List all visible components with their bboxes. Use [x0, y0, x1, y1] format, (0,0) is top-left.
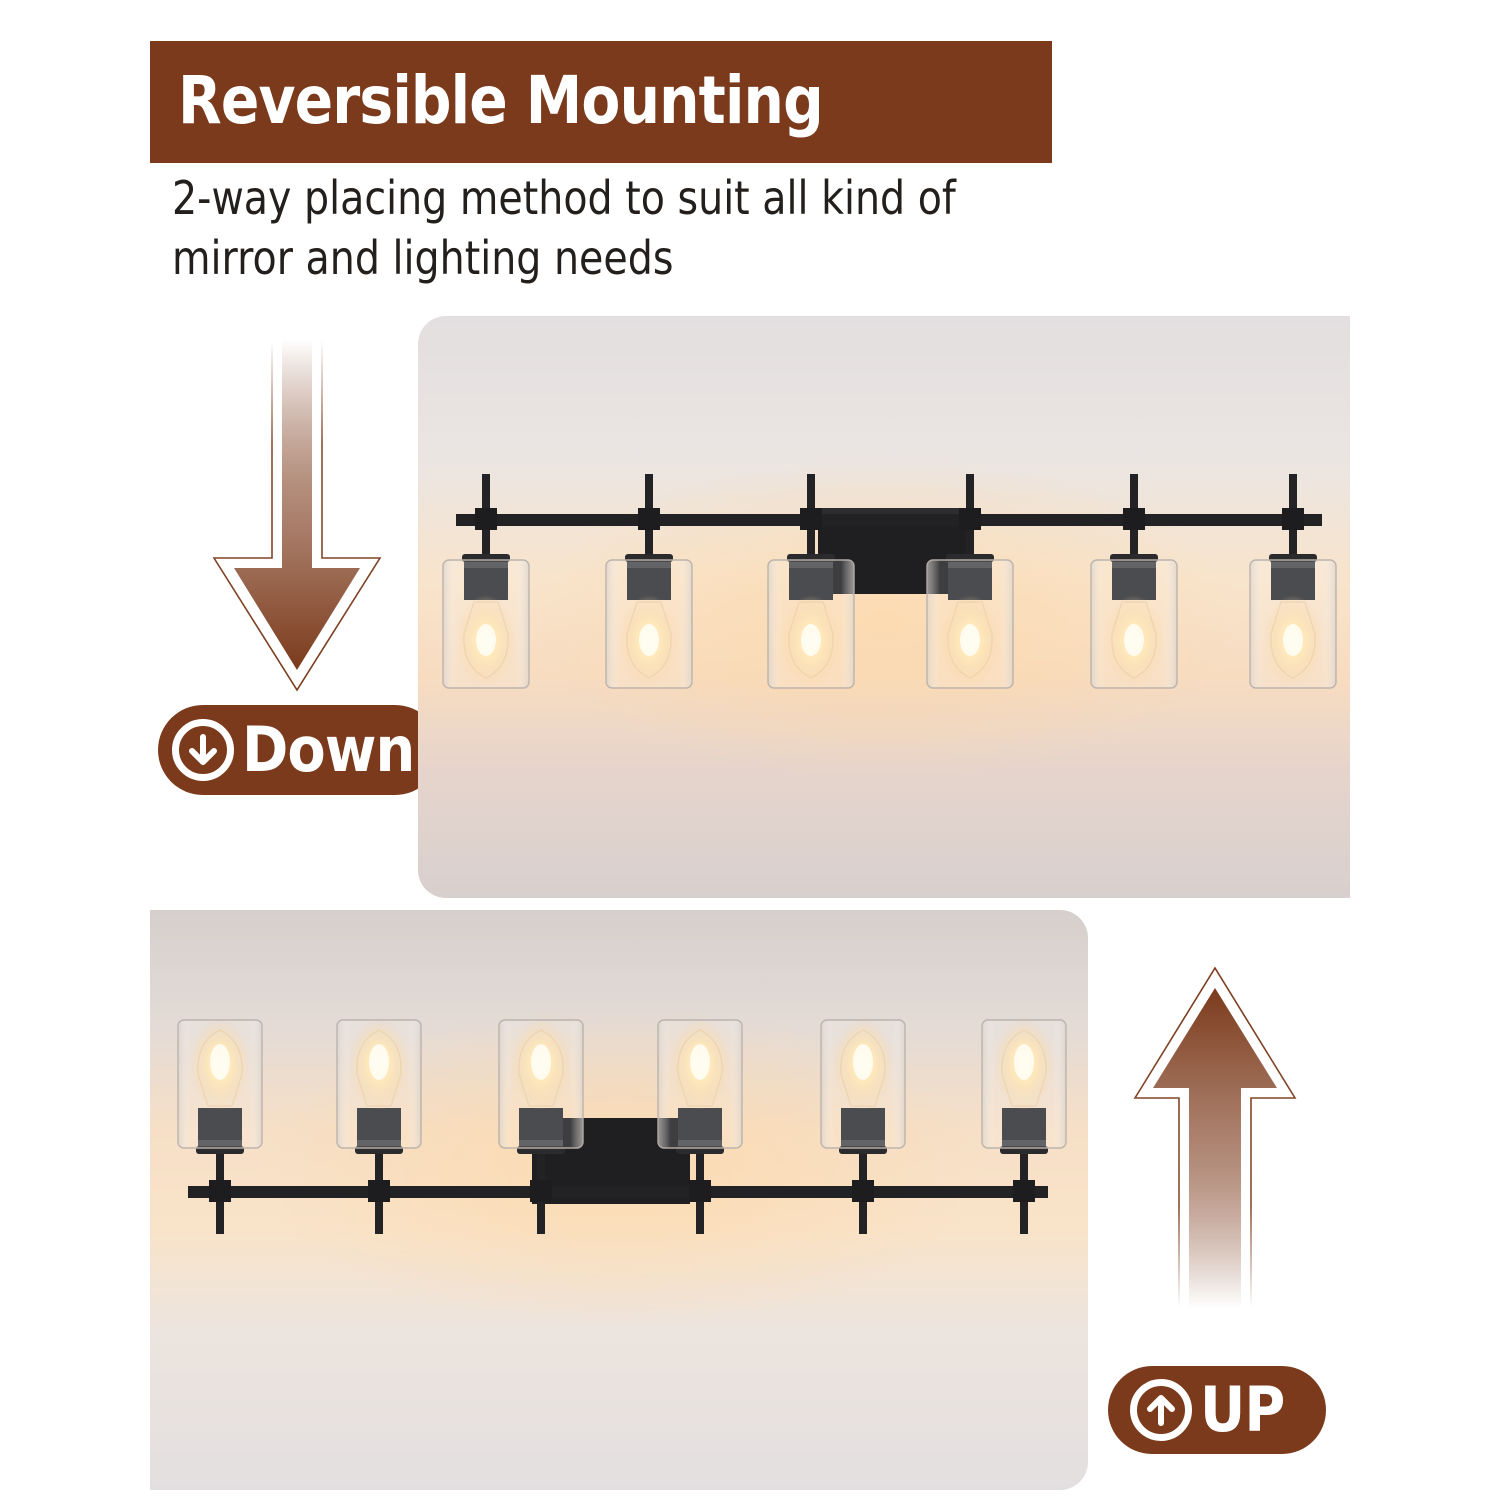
photo-down-mounting [418, 316, 1350, 898]
circle-arrow-down-icon [172, 719, 234, 781]
up-badge: UP [1108, 1366, 1326, 1454]
subtitle: 2-way placing method to suit all kind of… [172, 168, 1015, 288]
page-title: Reversible Mounting [178, 62, 824, 139]
arrow-up-icon [1133, 966, 1303, 1308]
circle-arrow-up-icon [1130, 1379, 1192, 1441]
down-label: Down [242, 713, 415, 786]
subtitle-line: 2-way placing method to suit all kind of [172, 171, 956, 225]
down-badge: Down [158, 705, 440, 795]
arrow-down-icon [212, 340, 382, 692]
photo-up-mounting [150, 910, 1088, 1490]
title-banner: Reversible Mounting [150, 41, 1052, 163]
up-label: UP [1200, 1373, 1285, 1446]
subtitle-line: mirror and lighting needs [172, 231, 674, 285]
